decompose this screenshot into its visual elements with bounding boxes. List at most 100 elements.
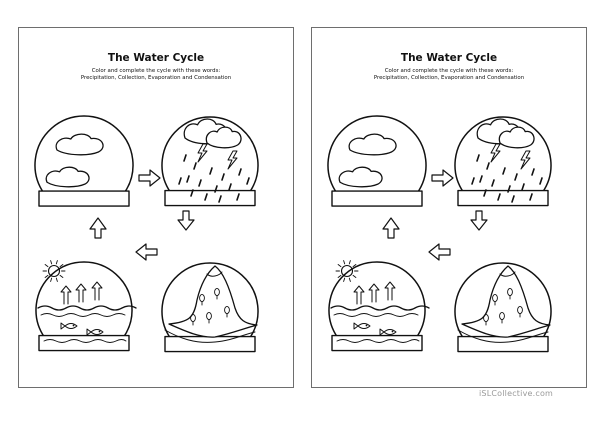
tree-icon — [492, 293, 498, 306]
worksheet-page-right: The Water Cycle Color and complete the c… — [311, 27, 587, 388]
raindrop-icon — [186, 175, 190, 183]
label-box — [457, 189, 549, 207]
arrow-up-icon — [368, 283, 380, 303]
cloud-icon — [45, 166, 90, 188]
tree-icon — [199, 293, 205, 306]
lightning-icon — [490, 143, 501, 163]
raindrop-icon — [514, 173, 518, 181]
scene-precipitation — [454, 116, 552, 207]
arrow-up-icon — [91, 281, 103, 301]
cloud-icon — [348, 133, 397, 156]
instruction-line-2: Precipitation, Collection, Evaporation a… — [80, 75, 232, 81]
label-box — [457, 335, 549, 353]
tree-icon — [206, 311, 212, 324]
raindrop-icon — [221, 173, 225, 181]
shoreline — [164, 329, 256, 343]
shoreline — [457, 329, 549, 343]
raindrop-icon — [502, 167, 506, 175]
globe-outline — [454, 262, 552, 340]
water-surface — [330, 305, 430, 311]
tree-icon — [517, 305, 523, 318]
raindrop-icon — [491, 179, 495, 187]
lightning-icon — [227, 150, 238, 170]
raindrop-icon — [476, 154, 480, 162]
lightning-icon — [197, 143, 208, 163]
raindrop-icon — [190, 189, 194, 197]
scene-evaporation — [35, 260, 137, 352]
globe-outline — [161, 262, 259, 340]
fish-icon — [353, 322, 371, 330]
raindrop-icon — [236, 193, 240, 201]
scene-condensation — [327, 115, 427, 207]
raindrop-icon — [228, 183, 232, 191]
raindrop-icon — [209, 167, 213, 175]
water-wave — [43, 339, 127, 343]
raindrop-icon — [204, 193, 208, 201]
tree-icon — [224, 305, 230, 318]
raindrop-icon — [183, 154, 187, 162]
raindrop-icon — [218, 195, 222, 203]
globe-outline — [34, 115, 134, 194]
raindrop-icon — [479, 175, 483, 183]
globe-outline — [327, 115, 427, 194]
instruction-line-2: Precipitation, Collection, Evaporation a… — [373, 75, 525, 81]
instruction-line-1: Color and complete the cycle with these … — [91, 68, 221, 74]
cloud-icon — [55, 133, 104, 156]
label-box — [164, 189, 256, 207]
raindrop-icon — [238, 168, 242, 176]
label-box — [331, 190, 423, 207]
water-surface — [37, 305, 137, 311]
scene-collection — [161, 262, 259, 353]
globe-outline — [328, 261, 426, 339]
scene-precipitation — [161, 116, 259, 207]
raindrop-icon — [497, 193, 501, 201]
arrow-left-icon — [135, 243, 158, 261]
tree-icon — [190, 313, 196, 326]
arrow-up-icon — [353, 285, 365, 305]
worksheet-title: The Water Cycle — [400, 52, 498, 64]
sun-icon — [335, 260, 359, 282]
scene-collection — [454, 262, 552, 353]
snow-cap — [499, 271, 516, 277]
tree-icon — [499, 311, 505, 324]
globe-outline — [161, 116, 259, 194]
arrow-down-icon — [177, 210, 195, 231]
fish-icon — [86, 328, 104, 336]
label-box — [164, 335, 256, 353]
tree-icon — [483, 313, 489, 326]
cloud-icon — [498, 126, 535, 149]
scene-evaporation — [328, 260, 430, 352]
arrow-down-icon — [470, 210, 488, 231]
water-wave — [336, 339, 420, 343]
instruction-line-1: Color and complete the cycle with these … — [384, 68, 514, 74]
raindrop-icon — [193, 162, 197, 170]
fish-icon — [60, 322, 78, 330]
globe-outline — [35, 261, 133, 339]
raindrop-icon — [214, 185, 218, 193]
arrow-right-icon — [431, 169, 454, 187]
sun-icon — [42, 260, 66, 282]
label-box — [331, 334, 423, 352]
raindrop-icon — [507, 185, 511, 193]
tree-icon — [214, 287, 220, 300]
raindrop-icon — [486, 162, 490, 170]
raindrop-icon — [511, 195, 515, 203]
raindrop-icon — [521, 183, 525, 191]
snow-cap — [206, 271, 223, 277]
watermark-text: iSLCollective.com — [479, 389, 554, 398]
arrow-up-icon — [89, 217, 107, 239]
scene-condensation — [34, 115, 134, 207]
water-cycle-artwork — [34, 115, 259, 353]
cloud-icon — [205, 126, 242, 149]
water-cycle-artwork — [327, 115, 552, 353]
raindrop-icon — [246, 177, 250, 185]
tree-icon — [507, 287, 513, 300]
globe-outline — [454, 116, 552, 194]
raindrop-icon — [529, 193, 533, 201]
label-box — [38, 190, 130, 207]
cloud-icon — [338, 166, 383, 188]
raindrop-icon — [483, 189, 487, 197]
raindrop-icon — [471, 177, 475, 185]
water-wave — [40, 313, 126, 317]
lightning-icon — [520, 150, 531, 170]
